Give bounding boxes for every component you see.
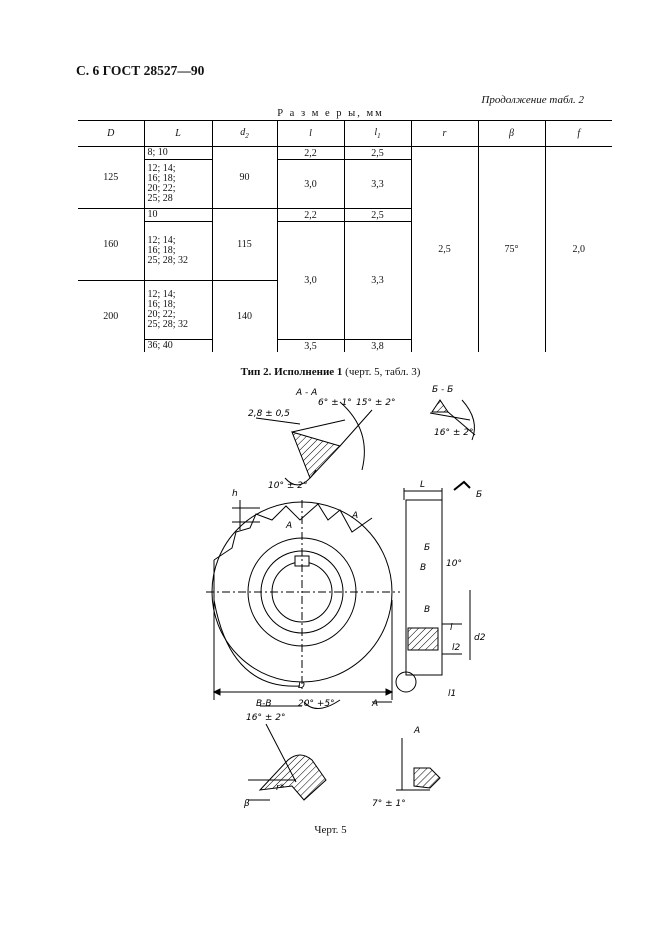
cell-l1: 3,3 (343, 221, 411, 340)
label-L: L (420, 480, 425, 490)
col-header-d2: d2 (211, 120, 277, 147)
cell-L: 36; 40 (143, 339, 212, 352)
cell-l: 3,5 (276, 339, 344, 352)
tooth-profile-aa (291, 431, 341, 479)
label-a1: A (285, 521, 292, 531)
label-r: r* (276, 783, 285, 793)
label-ang-15: 15° ± 2° (356, 398, 395, 408)
label-bb: Б - Б (432, 385, 453, 395)
section-v-v: В-В 20° +5° 16° ± 2° β r* (243, 699, 335, 809)
label-l1: l1 (448, 689, 456, 699)
cutter-front-view: h D A A A (206, 489, 400, 709)
table-row: 160 10 115 2,2 2,5 (78, 208, 612, 281)
cell-D-125: 125 (78, 146, 144, 209)
col-header-D: D (78, 120, 144, 147)
label-a2: A (351, 511, 358, 521)
cell-l: 3,0 (276, 221, 344, 340)
cell-l: 3,0 (276, 159, 344, 209)
label-b2: Б (424, 543, 430, 553)
cell-d2-140: 140 (211, 280, 277, 352)
label-l: l (450, 623, 453, 633)
cell-l1: 2,5 (343, 146, 411, 160)
cell-L: 12; 14; 16; 18; 25; 28; 32 (143, 221, 212, 281)
table-row: 12; 14; 16; 18; 25; 28; 32 3,0 3,3 (78, 221, 612, 340)
col-header-l: l (276, 120, 344, 147)
figure-caption: Черт. 5 (314, 824, 347, 836)
label-beta: β (243, 799, 250, 809)
table-row: 12; 14; 16; 18; 20; 22; 25; 28 3,0 3,3 (78, 159, 612, 209)
label-v2: В (424, 605, 430, 615)
cutter-side-view: L Б Б В В 10° l l2 d2 l1 (395, 480, 486, 699)
cell-L: 12; 14; 16; 18; 20; 22; 25; 28; 32 (143, 280, 212, 340)
cell-L: 8; 10 (143, 146, 212, 160)
label-ang-6: 6° ± 1° (318, 398, 352, 408)
label-view-a: A (413, 726, 420, 736)
page-title: С. 6 ГОСТ 28527—90 (76, 63, 205, 78)
label-ang-16b: 16° ± 2° (246, 713, 285, 723)
sizes-caption: Р а з м е р ы, мм (277, 108, 384, 119)
figure-heading: Тип 2. Исполнение 1 (черт. 5, табл. 3) (240, 366, 421, 378)
view-a: A 7° ± 1° (372, 726, 441, 809)
label-ang-10: 10° ± 2° (268, 481, 307, 491)
cell-l: 2,2 (276, 208, 344, 222)
section-b-b: Б - Б 16° ± 2° (429, 385, 476, 441)
label-ang-7: 7° ± 1° (372, 799, 406, 809)
label-ang-20: 20° +5° (298, 699, 335, 709)
cell-f: 2,0 (544, 146, 612, 352)
label-h: h (232, 489, 238, 499)
cell-l1: 3,3 (343, 159, 411, 209)
cell-l1: 3,8 (343, 339, 411, 352)
label-vv: В-В (256, 699, 272, 709)
cell-d2-115: 115 (211, 208, 277, 281)
cell-beta: 75° (477, 146, 545, 352)
col-header-f: f (544, 120, 612, 147)
cell-d2-90: 90 (211, 146, 277, 209)
label-D: D (298, 681, 305, 691)
label-d2: d2 (474, 633, 486, 643)
table-row: 200 12; 14; 16; 18; 20; 22; 25; 28; 32 1… (78, 280, 612, 352)
label-l2: l2 (452, 643, 461, 653)
table-row: 125 8; 10 90 2,2 2,5 2,5 75° 2,0 (78, 146, 612, 352)
label-b1: Б (476, 490, 482, 500)
cell-l1: 2,5 (343, 208, 411, 222)
label-ang-16: 16° ± 2° (434, 428, 473, 438)
label-a3: A (371, 699, 378, 709)
cell-r: 2,5 (410, 146, 478, 352)
table-header-row: D L d2 l l1 r β f (78, 120, 612, 147)
table-row: 36; 40 3,5 3,8 (78, 339, 612, 352)
col-header-beta: β (477, 120, 545, 147)
col-header-L: L (143, 120, 212, 147)
cell-L: 12; 14; 16; 18; 20; 22; 25; 28 (143, 159, 212, 209)
table-continuation-note: Продолжение табл. 2 (481, 94, 584, 106)
label-aa: A - A (295, 388, 317, 398)
cell-D-200: 200 (103, 311, 119, 322)
col-header-l1: l1 (343, 120, 411, 147)
cell-D-160: 160 (78, 208, 144, 281)
col-header-r: r (410, 120, 478, 147)
section-a-a: A - A 2,8 ± 0,5 6° ± 1° 15° ± 2° 10° ± 2… (248, 388, 395, 491)
label-tol-28: 2,8 ± 0,5 (248, 409, 290, 419)
dimensions-table: D L d2 l l1 r β f 125 8; 10 90 2,2 2,5 2… (78, 120, 612, 352)
label-ang-10b: 10° (446, 559, 462, 569)
cell-l: 2,2 (276, 146, 344, 160)
label-v1: В (420, 563, 426, 573)
cell-L: 10 (143, 208, 212, 222)
